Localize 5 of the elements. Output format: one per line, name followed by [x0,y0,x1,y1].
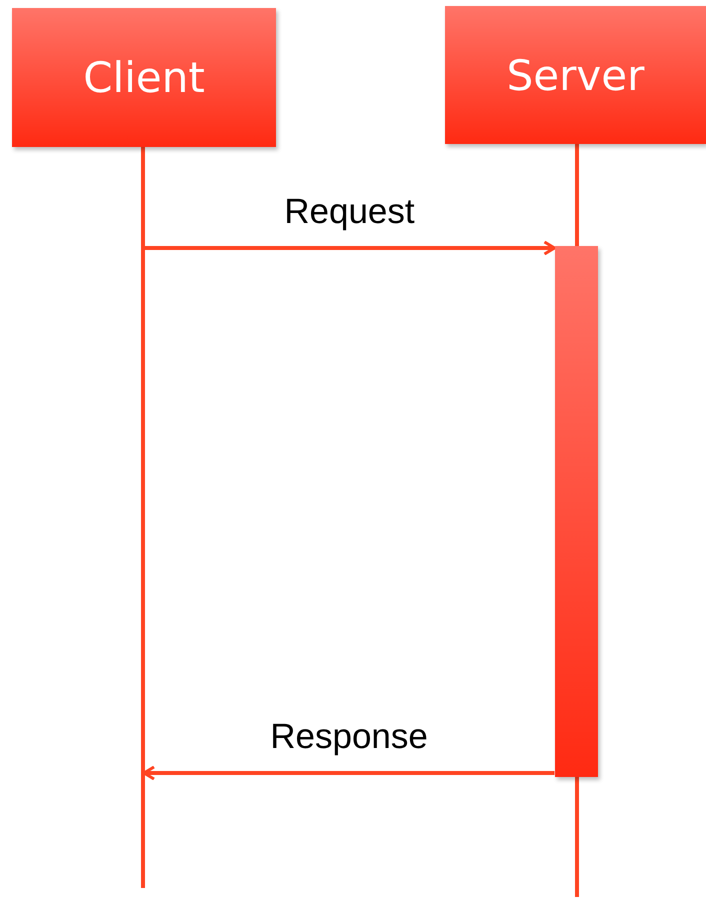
arrow [142,766,554,780]
activation-bar [554,246,598,777]
participant-name: Client [83,53,205,102]
arrow [144,240,556,256]
participant-name: Server [506,50,644,100]
